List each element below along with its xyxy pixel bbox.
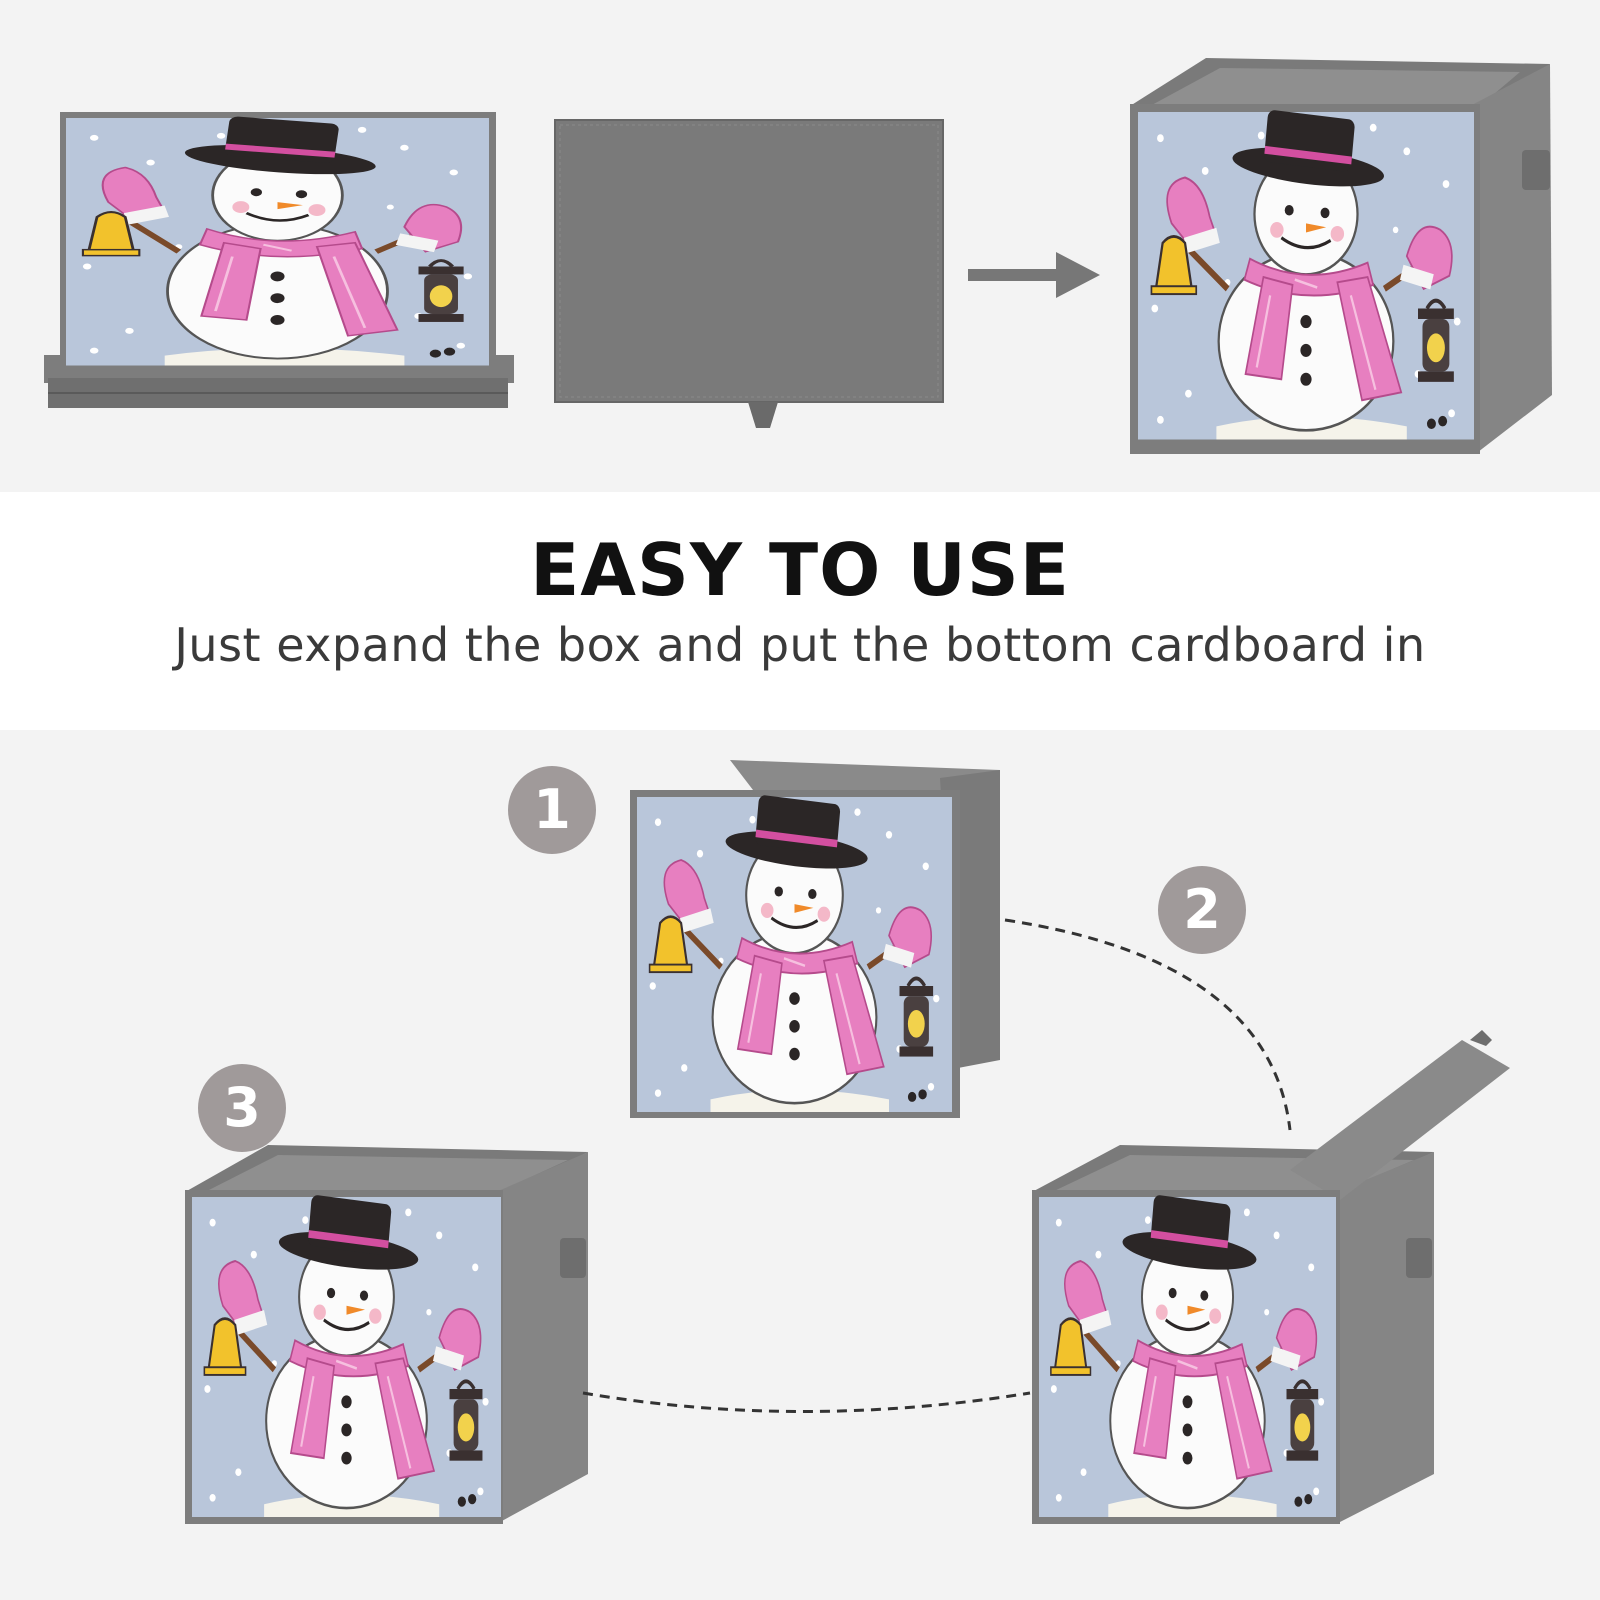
arrow-right-icon bbox=[968, 252, 1100, 298]
page-subtitle: Just expand the box and put the bottom c… bbox=[174, 618, 1426, 672]
step-2-box bbox=[1032, 1030, 1510, 1524]
folded-box bbox=[44, 112, 514, 408]
step-badge-3: 3 bbox=[198, 1064, 286, 1152]
step-badge-1: 1 bbox=[508, 766, 596, 854]
step-3-box bbox=[185, 1145, 588, 1524]
bottom-cardboard bbox=[554, 119, 944, 428]
middle-band bbox=[0, 492, 1600, 730]
dashed-path-2-to-3 bbox=[582, 1391, 1031, 1413]
step-badge-2: 2 bbox=[1158, 866, 1246, 954]
dashed-path-1-to-2 bbox=[1004, 918, 1292, 1131]
page-title: EASY TO USE bbox=[530, 528, 1070, 612]
step-1-box bbox=[630, 760, 1000, 1118]
assembled-box bbox=[1130, 58, 1552, 454]
